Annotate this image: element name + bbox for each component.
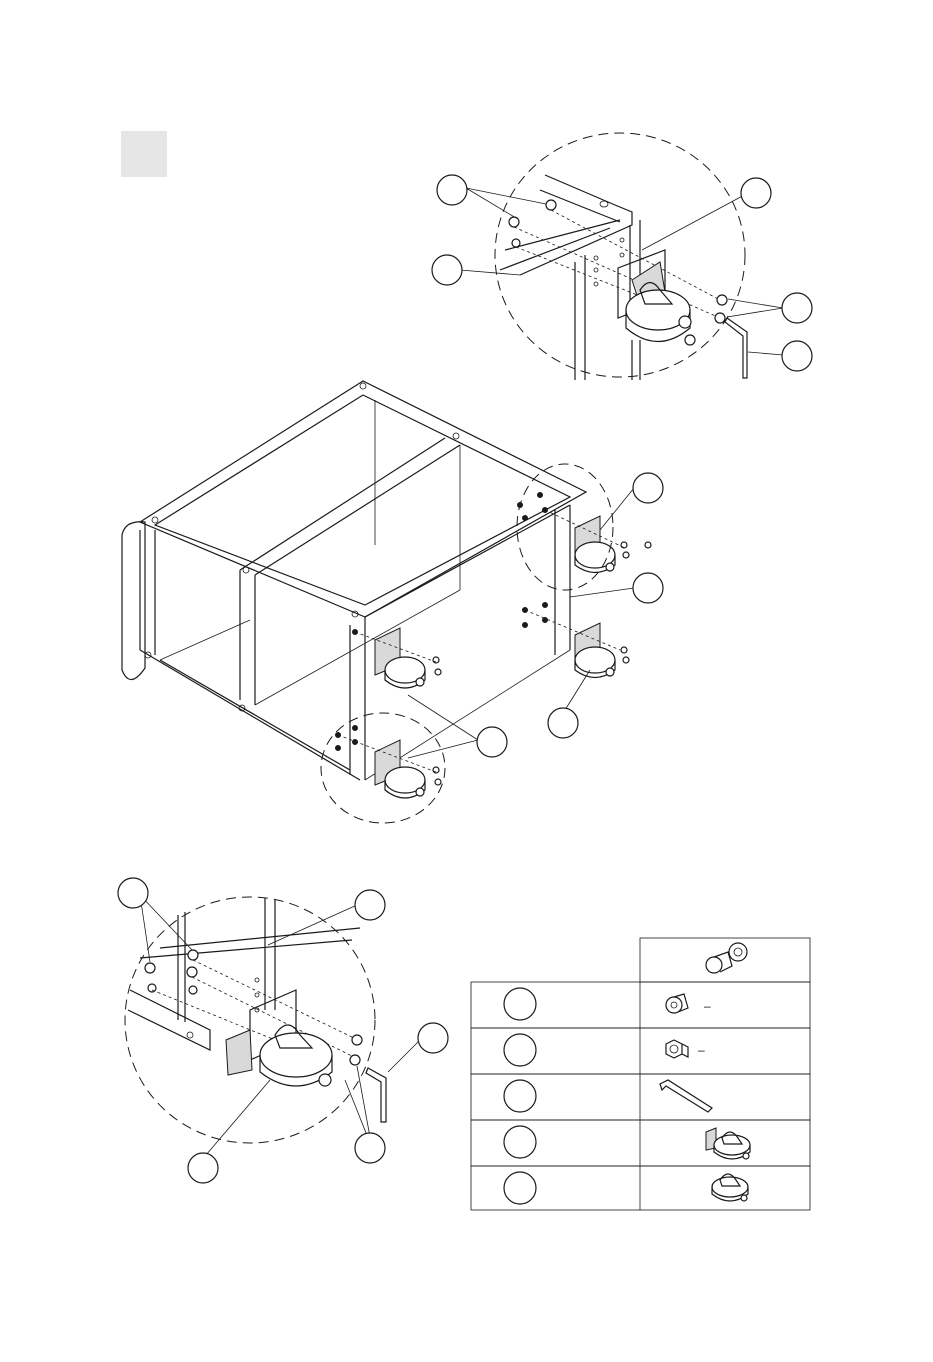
hex-key-icon [660, 1080, 712, 1112]
callout-bubble [633, 473, 663, 503]
locking-caster-icon [706, 1128, 750, 1159]
callout-bubble [355, 890, 385, 920]
callout-bubble [782, 293, 812, 323]
screw-and-nut-icon [706, 943, 747, 973]
parts-key-bubble [504, 1080, 536, 1112]
callout-bubble [118, 878, 148, 908]
parts-key-bubble [504, 1126, 536, 1158]
swivel-caster-icon [712, 1174, 748, 1201]
parts-key-bubble [504, 1172, 536, 1204]
parts-key-bubble [504, 988, 536, 1020]
caster-front-left [375, 628, 441, 688]
callout-bubble [741, 178, 771, 208]
qty-dash: – [698, 1043, 705, 1057]
caster-back-left [575, 516, 651, 573]
top-detail-view [432, 133, 812, 380]
button-head-screw-icon [666, 994, 688, 1013]
callout-bubble [633, 573, 663, 603]
parts-key-bubble [504, 1034, 536, 1066]
callout-bubble [355, 1133, 385, 1163]
callout-bubble [477, 727, 507, 757]
parts-table: – – [471, 938, 810, 1210]
step-badge [121, 131, 167, 177]
hex-nut-icon [666, 1040, 688, 1058]
callout-bubble [548, 708, 578, 738]
callout-bubble [418, 1023, 448, 1053]
caster-back-right [575, 623, 629, 678]
bottom-detail-view [118, 878, 448, 1183]
caster-front-right [375, 740, 441, 798]
callout-bubble [782, 341, 812, 371]
qty-dash: – [704, 999, 711, 1013]
main-cart-view [122, 381, 663, 823]
callout-bubble [437, 175, 467, 205]
callout-bubble [188, 1153, 218, 1183]
callout-bubble [432, 255, 462, 285]
